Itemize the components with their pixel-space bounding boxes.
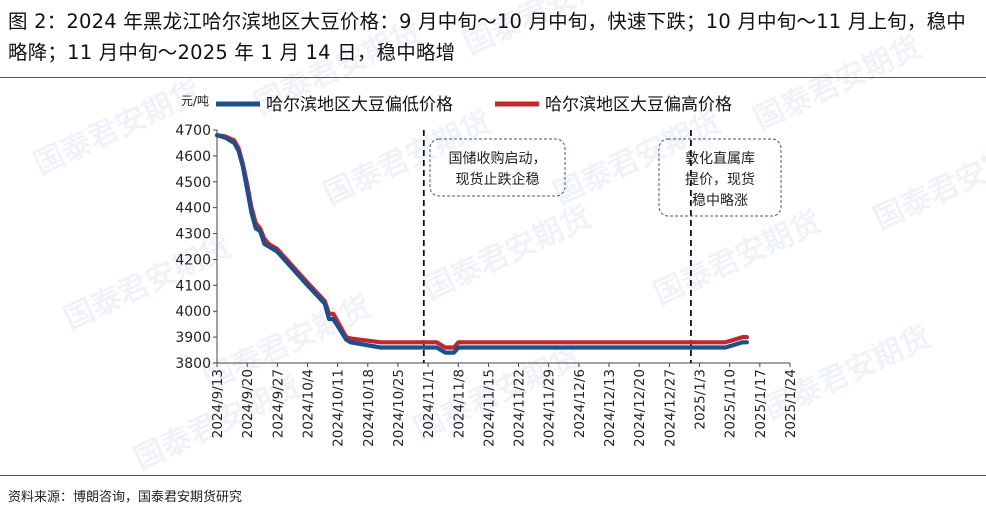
- divider-lines: [422, 130, 692, 363]
- series-layer: [214, 133, 750, 355]
- legend-label: 哈尔滨地区大豆偏低价格: [266, 95, 453, 115]
- legend: 哈尔滨地区大豆偏低价格 哈尔滨地区大豆偏高价格: [216, 95, 732, 115]
- watermark-layer: 国泰君安期货国泰君安期货国泰君安期货国泰君安期货国泰君安期货国泰君安期货国泰君安…: [29, 0, 986, 476]
- y-tick-label: 4100: [175, 278, 211, 294]
- y-tick-label: 4400: [175, 201, 211, 217]
- watermark-text: 国泰君安期货: [749, 29, 927, 137]
- x-tick-label: 2024/11/15: [481, 369, 497, 447]
- annotation-text: 敦化直属库: [685, 150, 755, 167]
- watermark-text: 国泰君安期货: [869, 129, 986, 237]
- x-tick-label: 2024/12/20: [632, 369, 648, 447]
- series-line-0: [214, 133, 750, 355]
- title-divider: [0, 77, 986, 78]
- x-tick-label: 2024/12/6: [572, 369, 588, 438]
- annotation-box: [429, 138, 566, 197]
- watermark-text: 国泰君安期货: [649, 204, 827, 312]
- annotation-text: 现货止跌企稳: [456, 171, 540, 188]
- x-tick-label: 2024/10/4: [300, 369, 316, 438]
- x-tick-label: 2024/9/27: [270, 369, 286, 438]
- y-axis-unit: 元/吨: [181, 94, 209, 108]
- x-tick-label: 2024/10/25: [391, 369, 407, 447]
- x-tick-label: 2025/1/17: [753, 369, 769, 438]
- y-tick-label: 3800: [175, 356, 211, 372]
- y-tick-label: 4600: [175, 149, 211, 165]
- legend-label: 哈尔滨地区大豆偏高价格: [545, 95, 732, 115]
- x-tick-label: 2025/1/3: [693, 369, 709, 430]
- watermark-text: 国泰君安期货: [419, 199, 597, 307]
- line-chart: 国泰君安期货国泰君安期货国泰君安期货国泰君安期货国泰君安期货国泰君安期货国泰君安…: [29, 0, 986, 476]
- x-tick-label: 2024/9/20: [240, 369, 256, 438]
- x-tick-label: 2025/1/10: [723, 369, 739, 438]
- x-tick-label: 2024/11/29: [542, 369, 558, 447]
- x-tick-label: 2024/10/18: [361, 369, 377, 447]
- figure-title: 图 2：2024 年黑龙江哈尔滨地区大豆价格：9 月中旬～10 月中旬，快速下跌…: [8, 10, 966, 64]
- annotation-text: 稳中略涨: [692, 193, 748, 209]
- y-tick-label: 4200: [175, 252, 211, 268]
- annotation-text: 国储收购启动，: [449, 151, 547, 167]
- annotation-text: 提价，现货: [685, 171, 755, 188]
- watermark-text: 国泰君安期货: [459, 0, 637, 62]
- x-tick-label: 2024/12/27: [662, 369, 678, 447]
- y-tick-label: 4000: [175, 304, 211, 320]
- x-tick-label: 2024/10/11: [331, 369, 347, 447]
- x-tick-label: 2024/11/1: [421, 369, 437, 438]
- x-tick-label: 2024/11/8: [451, 369, 467, 438]
- source-note: 资料来源：博朗咨询，国泰君安期货研究: [8, 490, 243, 505]
- y-tick-label: 3900: [175, 330, 211, 346]
- x-tick-label: 2024/9/13: [210, 369, 226, 438]
- y-tick-label: 4300: [175, 227, 211, 243]
- x-tick-label: 2024/12/13: [602, 369, 618, 447]
- annotation-box: [658, 138, 782, 217]
- source-divider: [0, 475, 986, 476]
- x-tick-label: 2024/11/22: [512, 369, 528, 447]
- y-tick-label: 4700: [175, 123, 211, 139]
- x-tick-label: 2025/1/24: [783, 369, 799, 438]
- chart-axes: 元/吨 3800 3900 4000 4100 4200 4300 4400 4500 4600 4…: [175, 94, 799, 447]
- series-line-1: [214, 133, 750, 350]
- y-tick-label: 4500: [175, 175, 211, 191]
